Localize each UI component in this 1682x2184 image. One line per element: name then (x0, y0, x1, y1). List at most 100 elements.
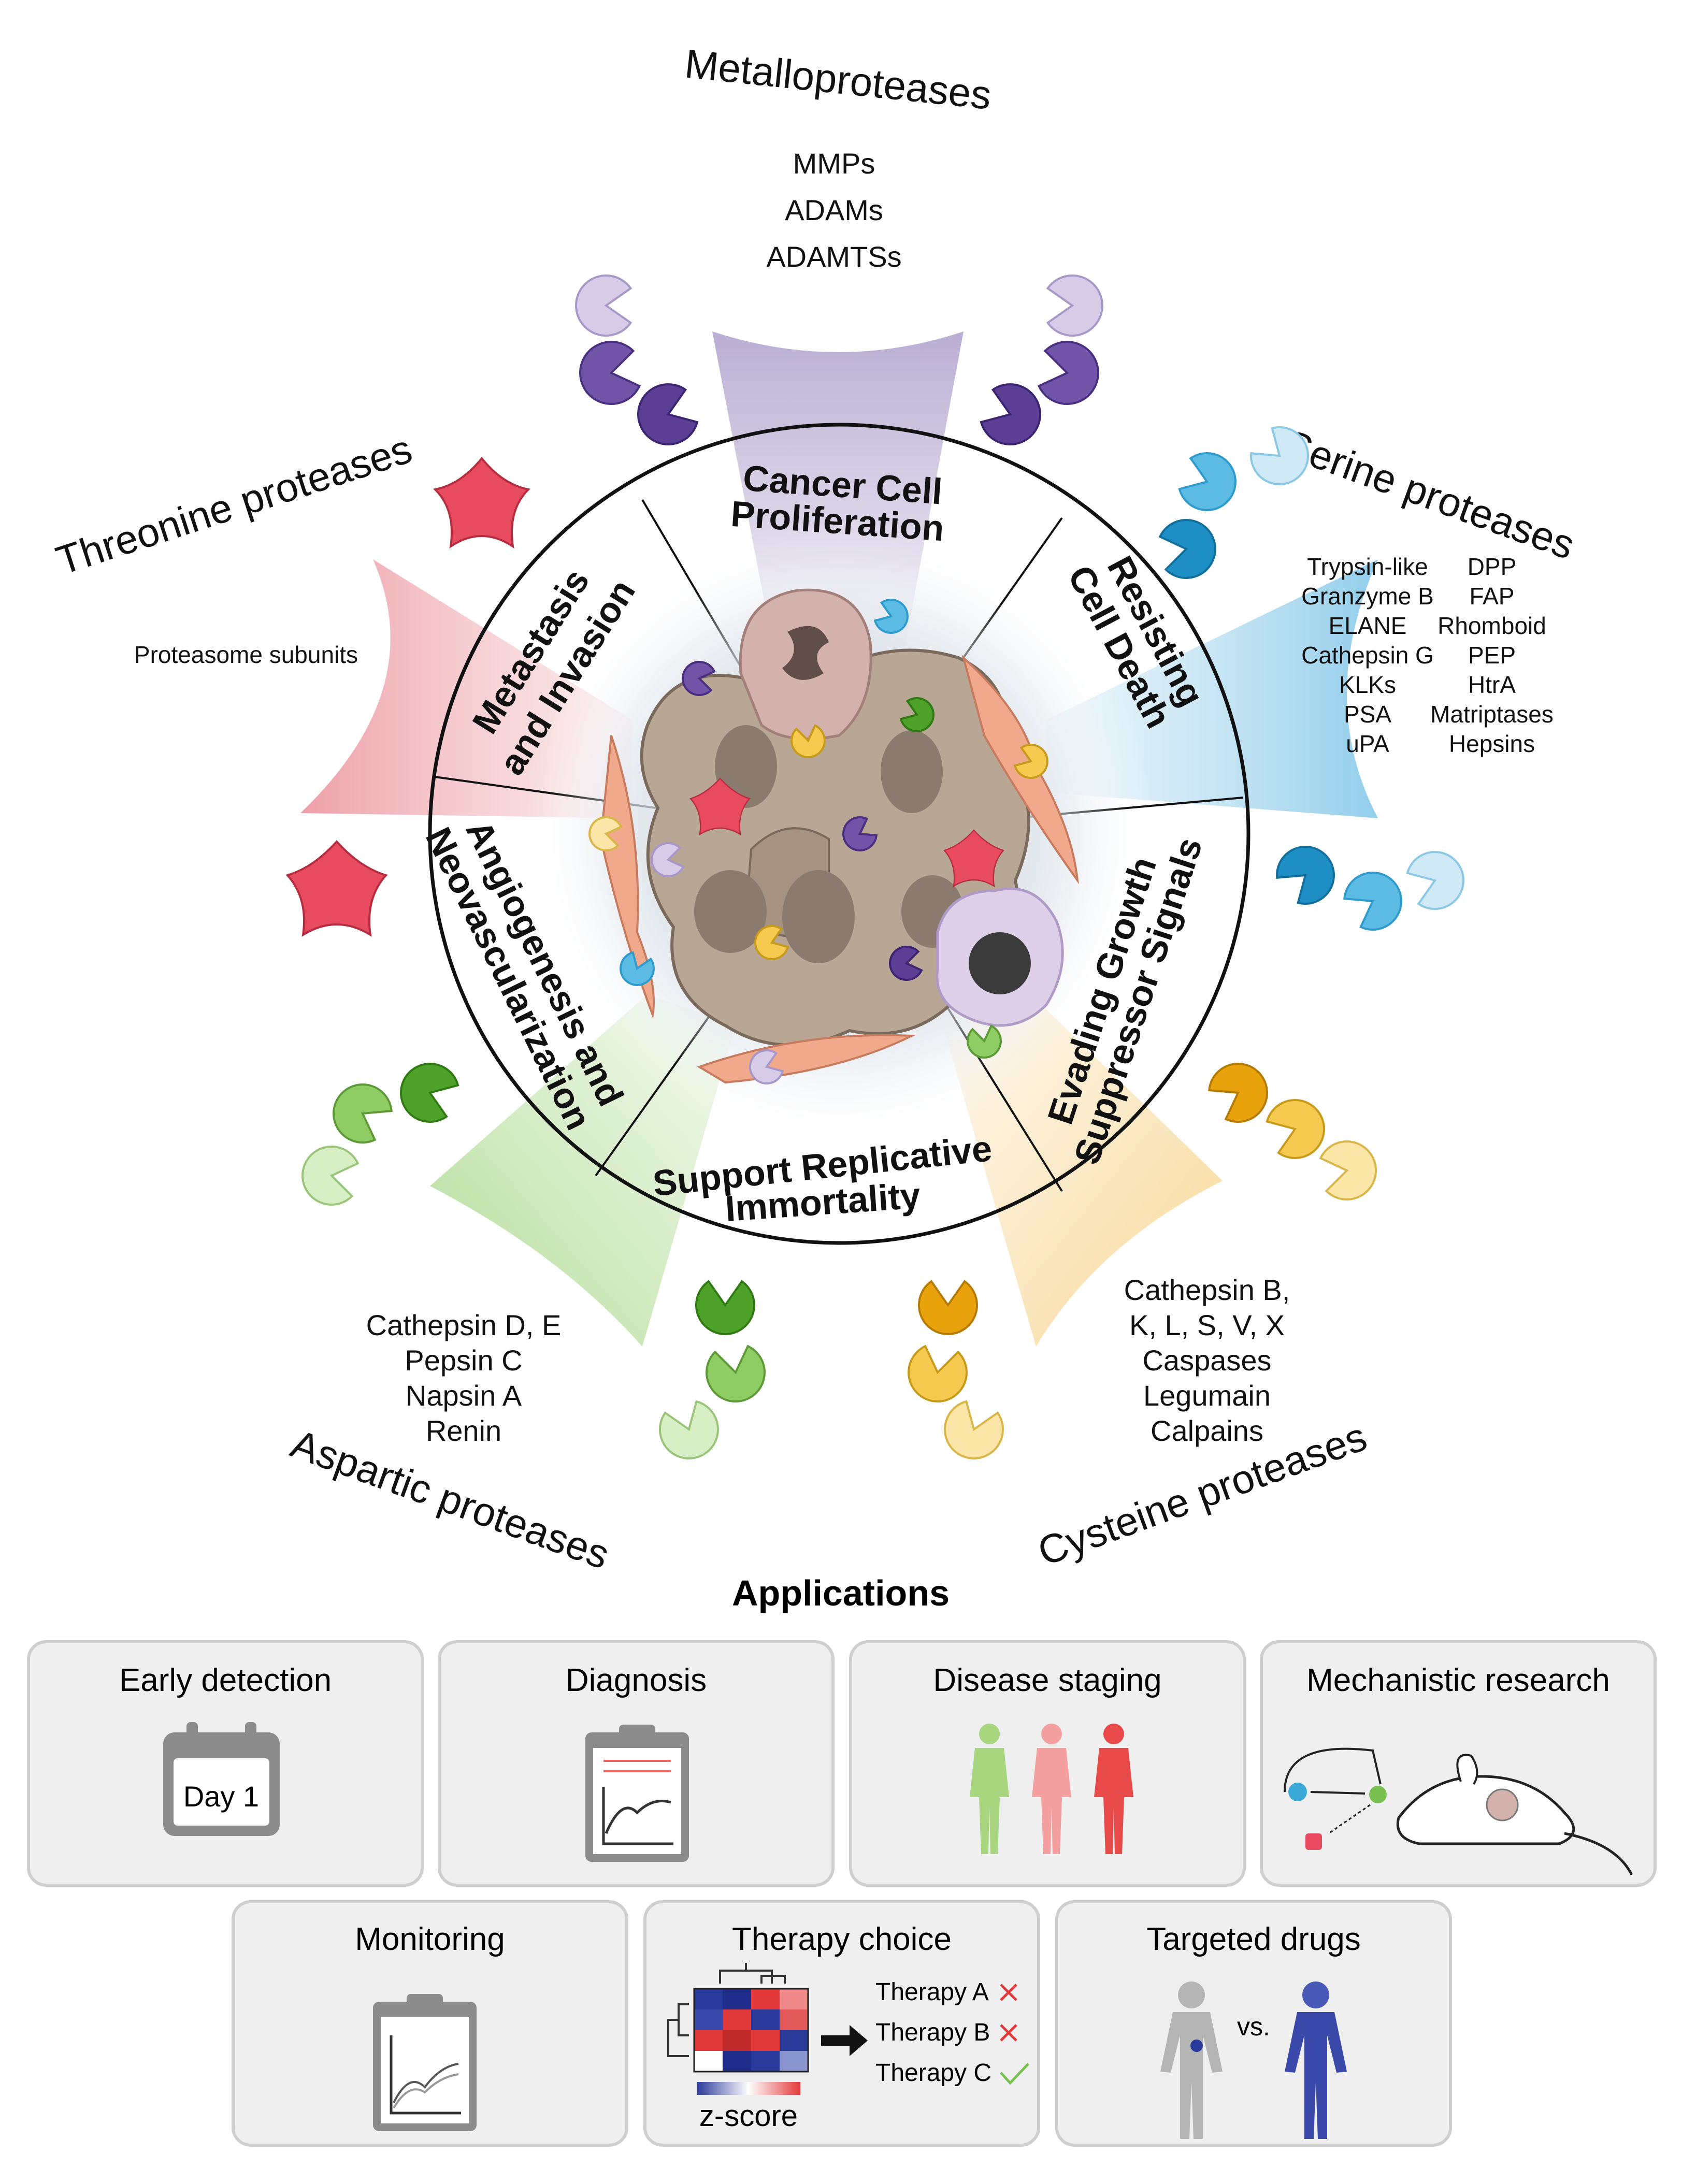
protease-icons (301, 274, 1464, 1459)
serine-member: Matriptases (1430, 701, 1554, 728)
serine-member: Hepsins (1449, 730, 1535, 757)
serine-member: Granzyme B (1301, 583, 1434, 610)
cross-icon (1000, 1984, 1017, 2001)
serine-protease-icon (1276, 846, 1335, 905)
human-figure-blue-icon (1285, 1981, 1347, 2139)
cysteine-protease-icon (1208, 1063, 1268, 1123)
threonine-member: Proteasome subunits (134, 641, 358, 668)
cysteine-member: Legumain (1143, 1379, 1271, 1412)
metallo-protease-icon (579, 341, 641, 405)
vs-label: vs. (1237, 2012, 1270, 2041)
aspartic-members: Cathepsin D, E Pepsin C Napsin A Renin (366, 1309, 562, 1447)
therapy-c: Therapy C (875, 2059, 991, 2087)
metallo-title: Metalloproteases (683, 40, 994, 118)
threonine-icons (285, 456, 1005, 937)
metallo-protease-icon (1037, 341, 1099, 405)
cysteine-protease-icon (790, 724, 826, 758)
therapy-b: Therapy B (875, 2019, 990, 2046)
serine-member: KLKs (1339, 671, 1396, 698)
metallo-protease-icon (637, 383, 699, 445)
app-label: Mechanistic research (1306, 1662, 1610, 1698)
human-figure-icon (1032, 1724, 1071, 1854)
serine-protease-icon (1406, 851, 1464, 910)
serine-protease-icon (1178, 452, 1237, 511)
metallo-members: MMPs ADAMs ADAMTSs (766, 147, 901, 273)
cysteine-member: Cathepsin B, (1124, 1274, 1290, 1306)
cysteine-protease-icon (1266, 1099, 1325, 1159)
cysteine-protease-icon (754, 925, 789, 960)
threonine-protease-icon (943, 829, 1005, 888)
cysteine-protease-icon (588, 816, 623, 851)
serine-member: uPA (1346, 730, 1389, 757)
serine-member: Trypsin-like (1307, 553, 1428, 580)
human-figure-gray-icon (1160, 1981, 1223, 2139)
threonine-members: Proteasome subunits (134, 641, 358, 668)
app-monitoring: Monitoring (232, 1900, 628, 2147)
metallo-protease-icon (842, 816, 878, 851)
clipboard-chart-icon (373, 1994, 477, 2131)
human-figures-icon (970, 1724, 1133, 1854)
aspartic-member: Cathepsin D, E (366, 1309, 562, 1341)
app-label: Therapy choice (732, 1921, 952, 1957)
serine-member: ELANE (1329, 612, 1407, 639)
metallo-member: ADAMTSs (766, 240, 901, 273)
threonine-protease-icon (689, 777, 751, 836)
network-icon (1284, 1747, 1387, 1850)
cysteine-protease-icon (908, 1344, 968, 1402)
cross-icon (1000, 2024, 1017, 2042)
serine-protease-icon (620, 951, 655, 986)
serine-member: FAP (1470, 583, 1515, 610)
check-icon (1000, 2063, 1029, 2085)
cysteine-protease-icon (1013, 744, 1048, 779)
cysteine-protease-icon (918, 1280, 978, 1335)
cysteine-protease-icon (1319, 1140, 1377, 1201)
human-figure-icon (970, 1724, 1009, 1854)
aspartic-member: Pepsin C (405, 1344, 522, 1377)
calendar-icon: Day 1 (163, 1722, 280, 1836)
applications-title: Applications (732, 1573, 950, 1613)
threonine-protease-icon (285, 840, 388, 937)
metallo-protease-icon (889, 946, 923, 981)
aspartic-protease-icon (301, 1146, 360, 1206)
serine-member: DPP (1468, 553, 1517, 580)
app-diagnosis: Diagnosis (438, 1640, 835, 1887)
human-figure-icon (1094, 1724, 1133, 1854)
serine-members: Trypsin-like Granzyme B ELANE Cathepsin … (1301, 553, 1554, 757)
aspartic-protease-icon (706, 1344, 766, 1402)
app-label: Diagnosis (566, 1662, 707, 1698)
therapy-a: Therapy A (875, 1978, 989, 2006)
aspartic-protease-icon (400, 1063, 459, 1123)
threonine-protease-icon (433, 456, 531, 549)
aspartic-member: Napsin A (406, 1379, 522, 1412)
app-therapy-choice: Therapy choice z-score Therapy A Therapy… (643, 1900, 1040, 2147)
serine-member: PSA (1344, 701, 1391, 728)
tumor-cells (549, 554, 1129, 1113)
aspartic-protease-icon (967, 1024, 1002, 1059)
serine-protease-icon (1250, 426, 1309, 485)
aspartic-protease-icon (333, 1083, 393, 1144)
clipboard-icon (585, 1725, 689, 1862)
app-disease-staging: Disease staging (849, 1640, 1246, 1887)
metallo-protease-icon (682, 661, 716, 696)
cysteine-member: Calpains (1151, 1414, 1263, 1447)
metallo-protease-icon (575, 274, 632, 337)
metallo-member: MMPs (793, 147, 875, 180)
aspartic-protease-icon (899, 697, 935, 732)
app-label: Disease staging (933, 1662, 1161, 1698)
serine-member: Cathepsin G (1301, 642, 1434, 669)
serine-member: HtrA (1468, 671, 1516, 698)
serine-member: Rhomboid (1437, 612, 1546, 639)
app-label: Targeted drugs (1146, 1921, 1361, 1957)
cysteine-member: Caspases (1142, 1344, 1271, 1377)
heatmap-icon: z-score (667, 1963, 809, 2133)
metallo-protease-icon (651, 842, 685, 877)
aspartic-protease-icon (659, 1400, 719, 1459)
serine-protease-icon (873, 599, 909, 634)
mouse-icon (1396, 1754, 1633, 1876)
serine-protease-icon (1343, 872, 1402, 931)
metallo-protease-icon (749, 1049, 784, 1084)
app-targeted-drugs: Targeted drugs vs. (1055, 1900, 1452, 2147)
serine-title: Serine proteases (1278, 421, 1580, 568)
applications-panel: Early detection Day 1 Diagnosis (27, 1640, 1657, 2147)
